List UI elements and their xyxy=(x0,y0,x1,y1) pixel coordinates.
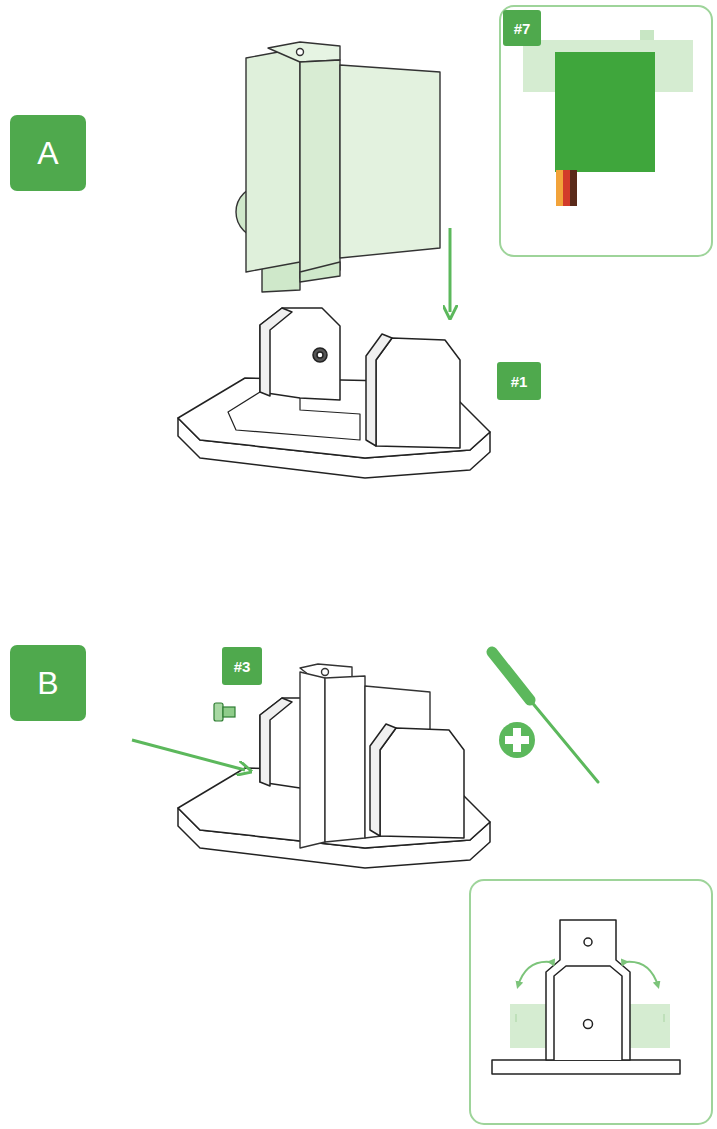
servo-inset xyxy=(500,6,712,256)
step-letter: A xyxy=(10,115,86,191)
screwdriver-icon xyxy=(492,652,598,782)
callout-number: #1 xyxy=(497,362,541,400)
side-view-inset xyxy=(470,880,712,1124)
insert-arrow xyxy=(449,228,452,312)
servo-body xyxy=(555,52,655,172)
step-letter: B xyxy=(10,645,86,721)
servo-wire xyxy=(563,170,570,206)
servo-motor xyxy=(236,42,440,292)
base-bracket xyxy=(370,724,464,838)
base-bracket xyxy=(178,308,490,478)
screw xyxy=(214,703,235,721)
servo-wire xyxy=(556,170,563,206)
servo-wire xyxy=(570,170,577,206)
insert-arrow xyxy=(132,740,245,770)
callout-number: #3 xyxy=(222,647,262,685)
servo-gear xyxy=(640,30,654,40)
callout-number: #7 xyxy=(503,10,541,46)
